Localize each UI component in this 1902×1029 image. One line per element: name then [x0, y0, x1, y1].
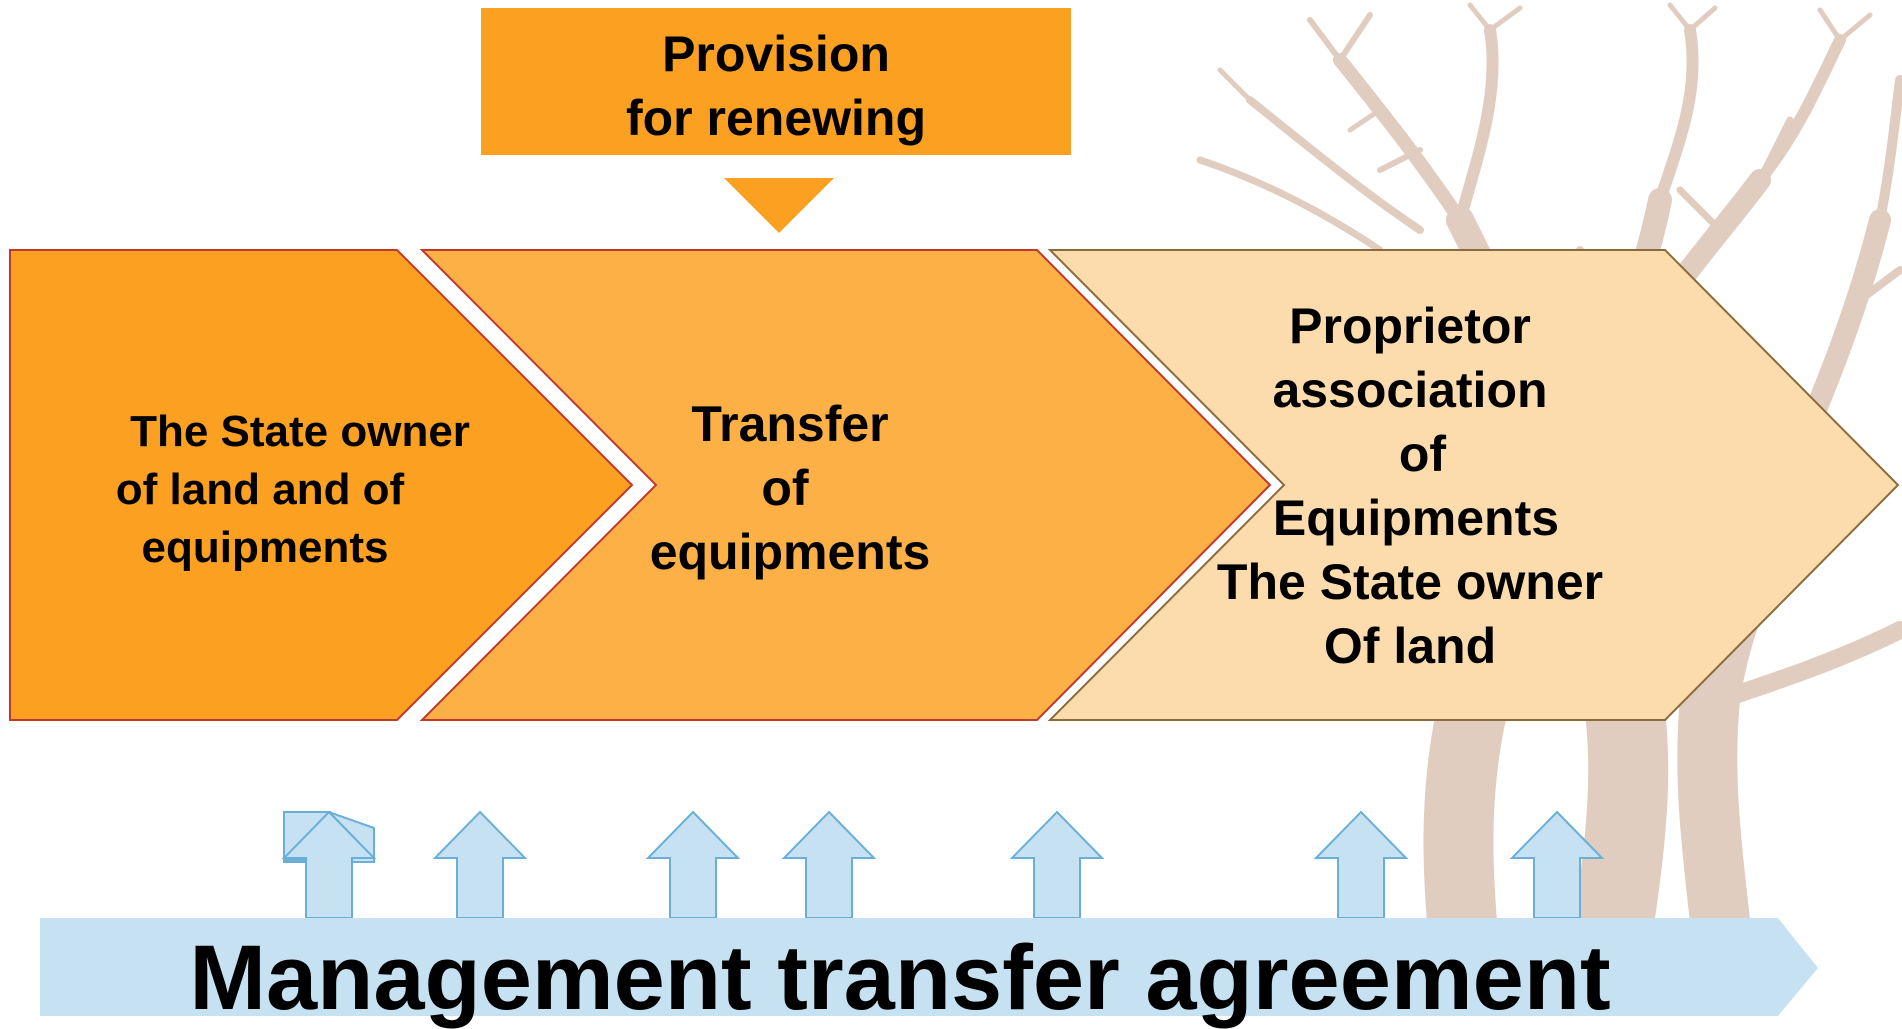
step-2-label: Transfer of equipments — [590, 392, 990, 584]
provision-line-2: for renewing — [625, 90, 927, 146]
up-arrow-1 — [281, 810, 377, 919]
step-2-line-2: of — [761, 460, 809, 516]
step-3-line-5: The State owner — [1216, 554, 1604, 610]
up-arrow-6 — [1313, 810, 1409, 919]
step-2-line-1: Transfer — [691, 396, 889, 452]
provision-box — [481, 8, 1071, 155]
chevron-step-2 — [419, 249, 1272, 721]
provision-line-1: Provision — [662, 26, 890, 82]
step-3-line-1: Proprietor — [1289, 298, 1531, 354]
agreement-banner — [40, 918, 1818, 1016]
provision-label: Provision for renewing — [481, 22, 1071, 150]
step-3-line-6: Of land — [1323, 618, 1497, 674]
step-3-line-3: of — [1398, 426, 1447, 482]
up-arrow-3 — [645, 810, 741, 919]
chevron-step-1 — [9, 249, 634, 721]
step-1-line-3: equipments — [141, 523, 389, 572]
agreement-label: Management transfer agreement — [189, 927, 1611, 1029]
step-3-line-4: Equipments — [1272, 490, 1560, 546]
chevron-step-3 — [1047, 249, 1900, 721]
step-1-line-2: of land and of — [115, 465, 405, 514]
step-3-label: Proprietor association of Equipments The… — [1155, 294, 1665, 678]
up-arrow-4 — [781, 810, 877, 919]
provision-down-arrow — [724, 178, 834, 233]
step-1-label: The State owner of land and of equipment… — [70, 403, 500, 577]
step-3-line-2: association — [1272, 362, 1548, 418]
up-arrow-7 — [1509, 810, 1605, 919]
step-2-line-3: equipments — [649, 524, 931, 580]
step-1-line-1: The State owner — [130, 407, 470, 456]
up-arrow-2 — [432, 810, 528, 919]
up-arrow-5 — [1009, 810, 1105, 919]
